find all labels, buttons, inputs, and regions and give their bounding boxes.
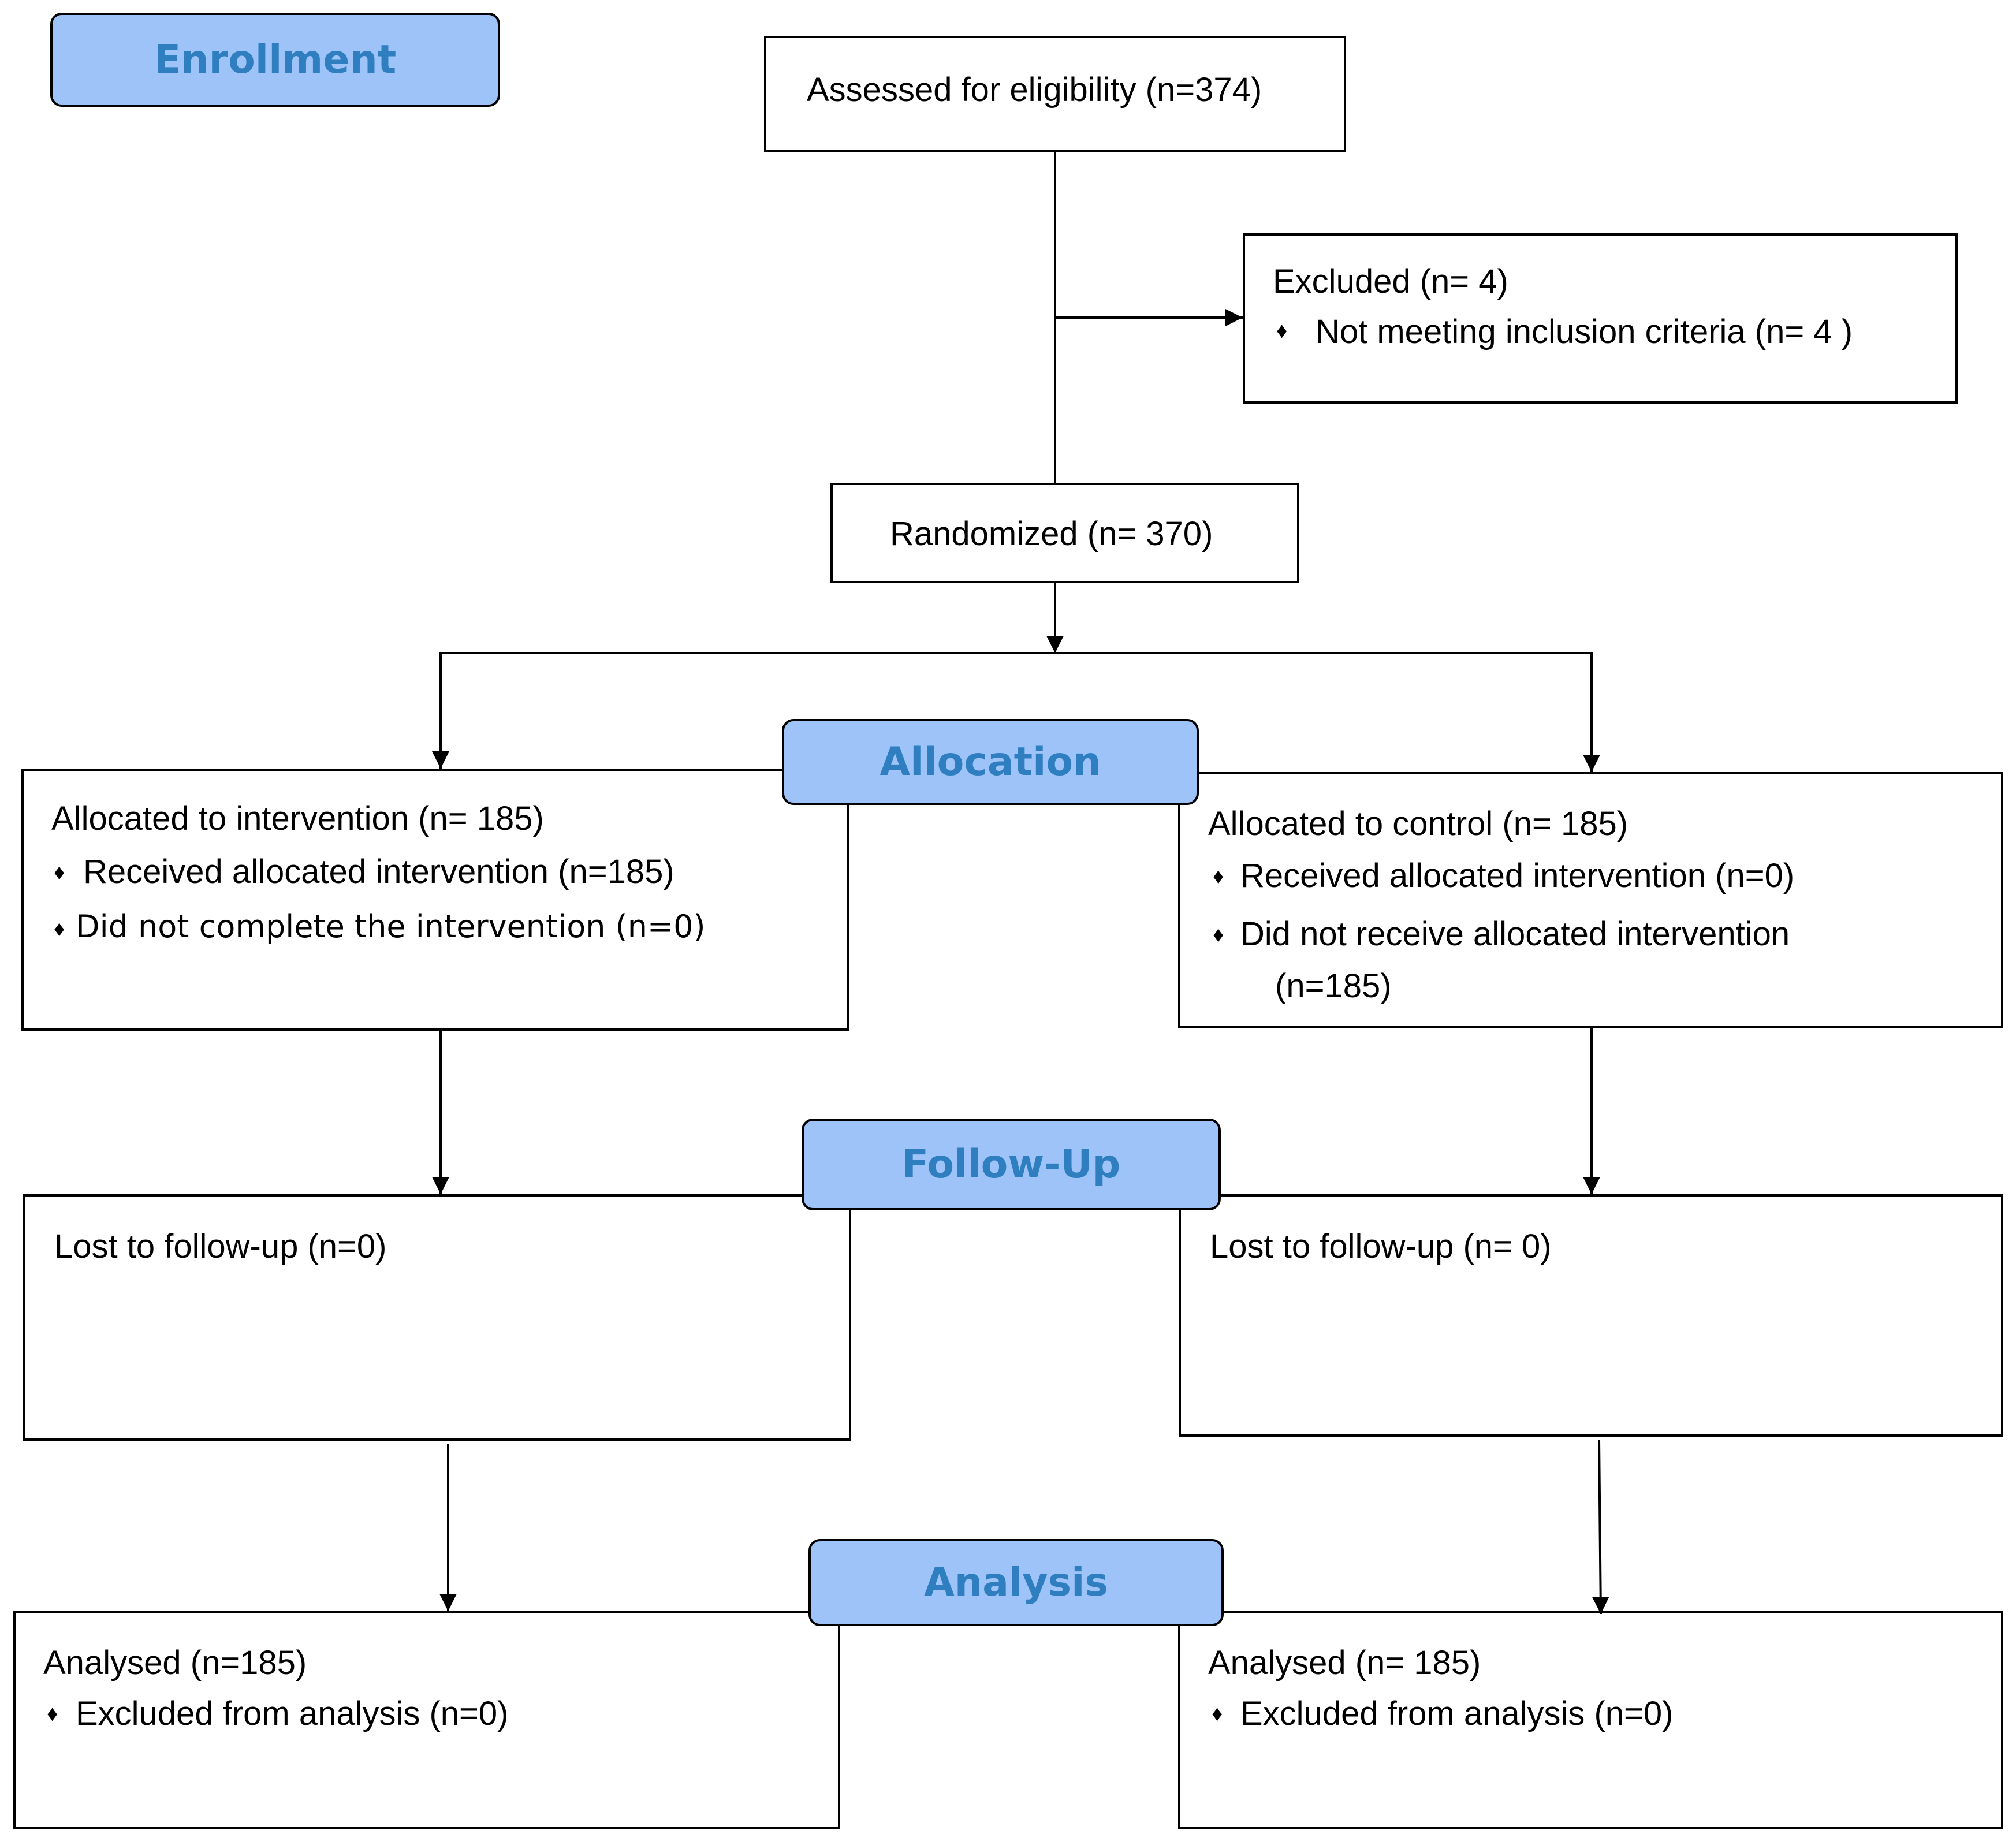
intervention-followup-box: Lost to follow-up (n=0)	[23, 1194, 851, 1441]
stage-follow-up-label: Follow-Up	[901, 1142, 1121, 1187]
intervention-not-completed: Did not complete the intervention (n=0)	[76, 908, 706, 945]
control-not-received-count: (n=185)	[1275, 967, 1392, 1005]
control-lost-followup: Lost to follow-up (n= 0)	[1210, 1228, 1552, 1265]
control-to-analysis-arrow	[1592, 1439, 1609, 1615]
randomized-box: Randomized (n= 370)	[830, 483, 1299, 583]
stage-analysis-label: Analysis	[924, 1560, 1108, 1605]
stage-allocation-label: Allocation	[880, 739, 1101, 785]
split-bar	[439, 652, 1593, 769]
control-followup-box: Lost to follow-up (n= 0)	[1179, 1194, 2003, 1437]
stage-enrollment-label: Enrollment	[154, 37, 397, 83]
assessed-text: Assessed for eligibility (n=374)	[807, 71, 1262, 109]
bullet-icon: ♦	[1213, 923, 1224, 947]
control-analysed: Analysed (n= 185)	[1208, 1644, 1481, 1682]
excluded-reason: Not meeting inclusion criteria (n= 4 )	[1316, 313, 1853, 351]
bullet-icon: ♦	[47, 1702, 58, 1726]
intervention-allocation-title: Allocated to intervention (n= 185)	[51, 800, 544, 837]
bullet-icon: ♦	[1212, 1702, 1223, 1726]
excluded-box: Excluded (n= 4) ♦ Not meeting inclusion …	[1243, 233, 1958, 404]
excluded-title: Excluded (n= 4)	[1273, 263, 1508, 300]
stage-enrollment: Enrollment	[50, 13, 500, 107]
control-analysis-box: Analysed (n= 185) ♦ Excluded from analys…	[1178, 1611, 2003, 1829]
intervention-allocation-box: Allocated to intervention (n= 185) ♦ Rec…	[21, 769, 849, 1031]
intervention-analysis-box: Analysed (n=185) ♦ Excluded from analysi…	[13, 1611, 840, 1829]
intervention-analysed: Analysed (n=185)	[43, 1644, 307, 1682]
bullet-icon: ♦	[1213, 864, 1224, 889]
control-not-received: Did not receive allocated intervention	[1240, 915, 1790, 953]
randomized-text: Randomized (n= 370)	[890, 515, 1213, 553]
control-allocation-title: Allocated to control (n= 185)	[1208, 805, 1629, 843]
stage-analysis: Analysis	[808, 1539, 1224, 1626]
control-allocation-box: Allocated to control (n= 185) ♦ Received…	[1178, 772, 2003, 1028]
control-received: Received allocated intervention (n=0)	[1240, 857, 1795, 894]
stage-follow-up: Follow-Up	[802, 1119, 1221, 1210]
bullet-icon: ♦	[54, 917, 65, 941]
bullet-icon: ♦	[1276, 319, 1288, 343]
intervention-excluded-analysis: Excluded from analysis (n=0)	[76, 1695, 509, 1732]
intervention-lost-followup: Lost to follow-up (n=0)	[54, 1228, 387, 1265]
intervention-received: Received allocated intervention (n=185)	[83, 853, 675, 890]
control-excluded-analysis: Excluded from analysis (n=0)	[1240, 1695, 1674, 1732]
bullet-icon: ♦	[54, 860, 65, 885]
stage-allocation: Allocation	[782, 719, 1199, 805]
